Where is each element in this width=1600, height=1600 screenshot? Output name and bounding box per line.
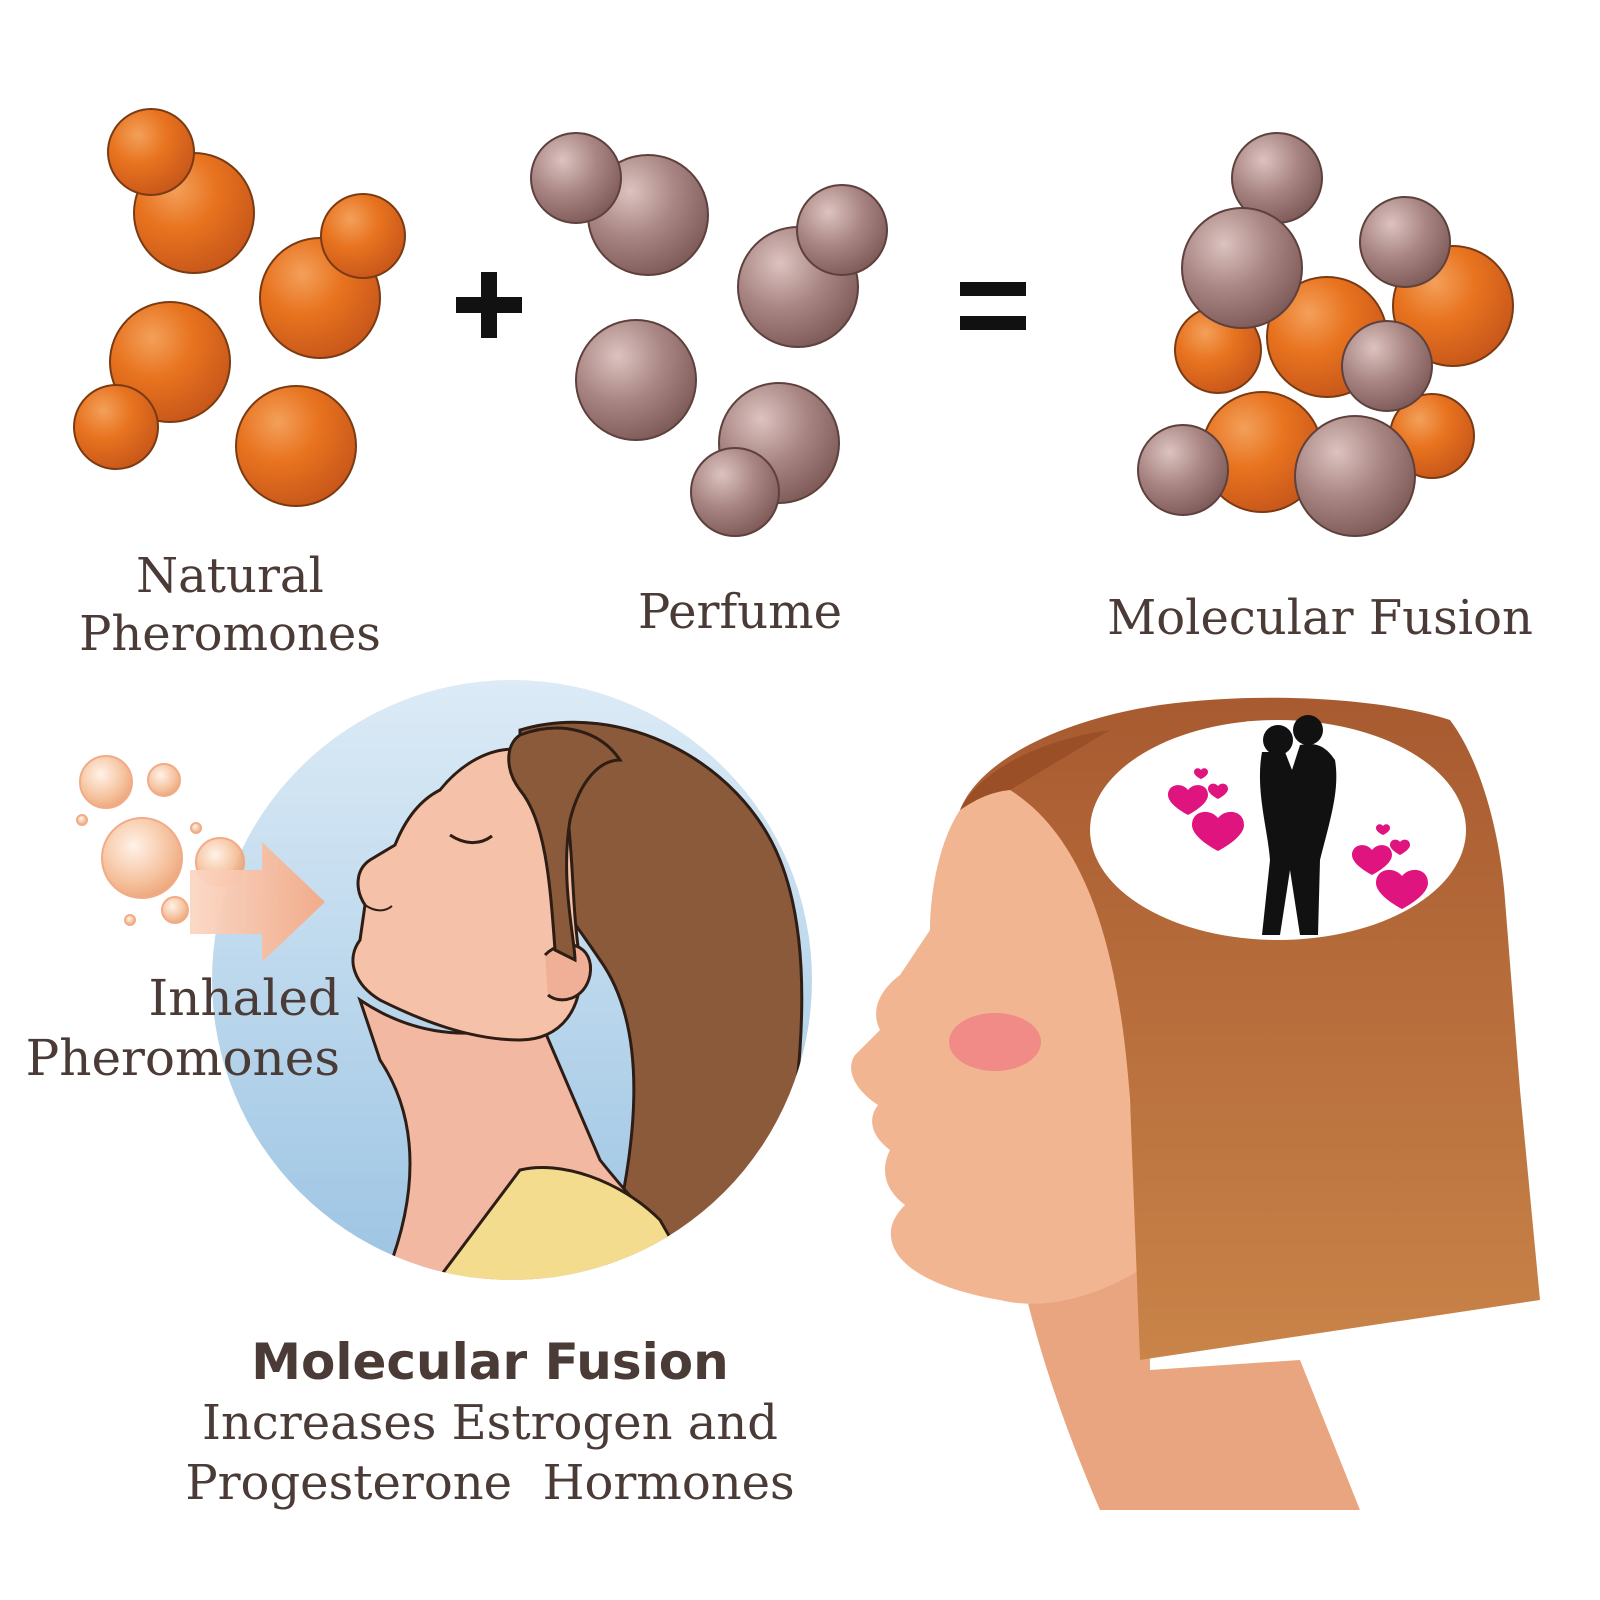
caption-title: Molecular Fusion xyxy=(251,1333,729,1391)
caption: Molecular Fusion Increases Estrogen and … xyxy=(110,1332,870,1513)
perfume-label: Perfume xyxy=(637,584,843,640)
plus-operator xyxy=(456,272,522,338)
head-silhouette-illustration xyxy=(851,697,1540,1510)
natural-pheromones-label: Natural Pheromones xyxy=(79,548,381,662)
inhaling-woman-illustration xyxy=(76,680,812,1280)
equals-operator xyxy=(960,282,1026,330)
inhale-arrow xyxy=(190,842,325,962)
inhaled-pheromones-label: Inhaled Pheromones xyxy=(25,969,340,1087)
cheek-blush xyxy=(949,1013,1041,1071)
caption-line-2: Progesterone Hormones xyxy=(185,1455,795,1511)
fused-molecules xyxy=(1137,132,1514,537)
caption-line-1: Increases Estrogen and xyxy=(201,1395,779,1451)
molecular-fusion-label: Molecular Fusion xyxy=(1107,590,1533,646)
natural-pheromone-molecules xyxy=(73,108,406,507)
couple-silhouette-icon xyxy=(1259,715,1337,935)
perfume-molecules xyxy=(530,132,888,537)
heart-icons xyxy=(1168,768,1428,909)
